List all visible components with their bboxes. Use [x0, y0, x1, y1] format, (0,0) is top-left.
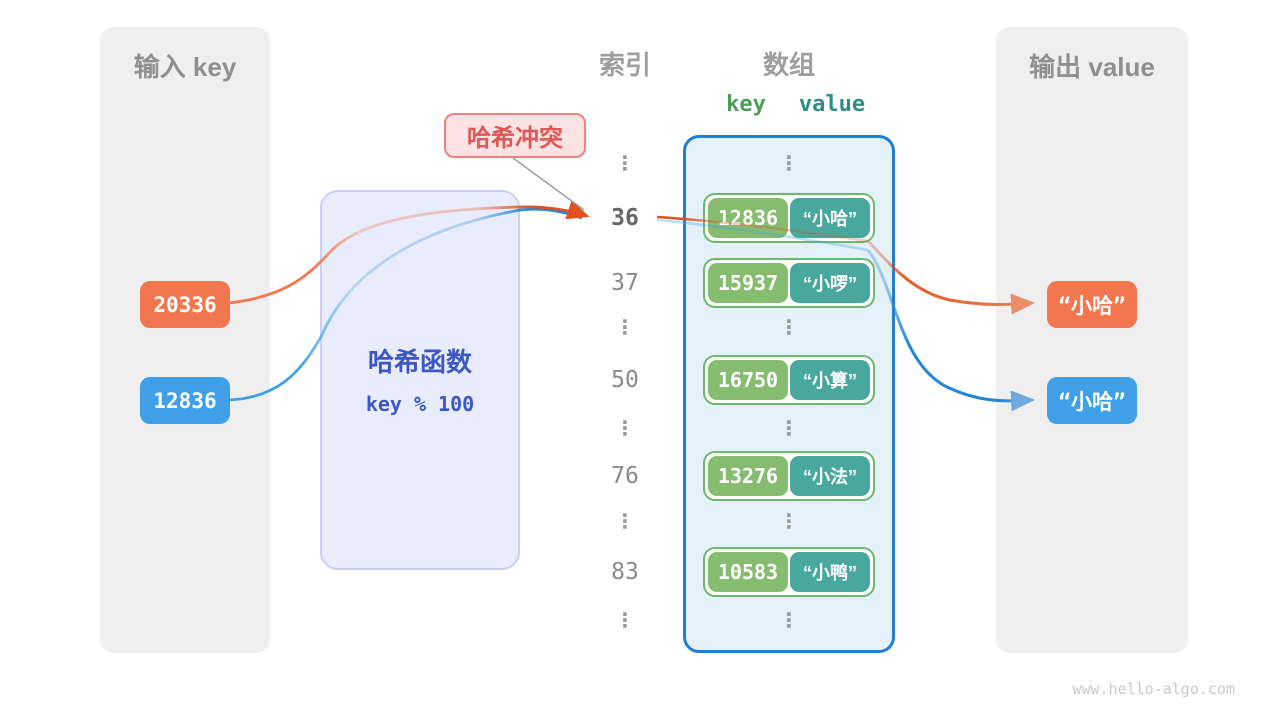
output-value-orange: “小哈” [1047, 281, 1137, 328]
index-83: 83 [611, 559, 639, 585]
hash-function-formula: key % 100 [365, 392, 475, 416]
array-column-header: 数组 [762, 50, 815, 80]
input-key-12836: 12836 [140, 377, 230, 424]
key-cell: 10583 [708, 552, 788, 592]
index-37: 37 [611, 270, 639, 296]
hash-collision-callout: 哈希冲突 [444, 113, 586, 158]
hash-function-box: 哈希函数 key % 100 [320, 190, 520, 570]
ellipsis: ⋮ [615, 509, 635, 533]
ellipsis: ⋮ [615, 315, 635, 339]
value-cell: “小算” [790, 360, 870, 400]
key-cell: 15937 [708, 263, 788, 303]
key-cell: 13276 [708, 456, 788, 496]
output-value-blue: “小哈” [1047, 377, 1137, 424]
ellipsis: ⋮ [615, 151, 635, 175]
input-key-panel: 输入 key 20336 12836 [100, 27, 270, 653]
array-row: 12836 “小哈” [703, 193, 875, 243]
key-cell: 16750 [708, 360, 788, 400]
value-cell: “小哈” [790, 198, 870, 238]
ellipsis: ⋮ [779, 315, 799, 339]
index-column: ⋮ 36 37 ⋮ 50 ⋮ 76 ⋮ 83 ⋮ [595, 135, 655, 653]
index-50: 50 [611, 367, 639, 393]
ellipsis: ⋮ [779, 416, 799, 440]
array-row: 13276 “小法” [703, 451, 875, 501]
value-cell: “小法” [790, 456, 870, 496]
array-row: 15937 “小啰” [703, 258, 875, 308]
key-header-label: key [726, 92, 766, 117]
watermark: www.hello-algo.com [1072, 680, 1235, 698]
hash-function-title: 哈希函数 [367, 347, 472, 377]
array-row: 16750 “小算” [703, 355, 875, 405]
value-header-label: value [798, 92, 866, 117]
key-value-header: key value [703, 92, 875, 117]
input-key-20336: 20336 [140, 281, 230, 328]
output-value-title: 输出 value [1029, 52, 1155, 82]
array-row: 10583 “小鸭” [703, 547, 875, 597]
value-cell: “小鸭” [790, 552, 870, 592]
index-column-header: 索引 [598, 50, 651, 80]
ellipsis: ⋮ [615, 416, 635, 440]
value-cell: “小啰” [790, 263, 870, 303]
ellipsis: ⋮ [779, 151, 799, 175]
collision-callout-line [512, 157, 585, 211]
output-value-panel: 输出 value “小哈” “小哈” [996, 27, 1188, 653]
ellipsis: ⋮ [615, 608, 635, 632]
key-cell: 12836 [708, 198, 788, 238]
input-key-title: 输入 key [133, 52, 237, 82]
array-box: ⋮ 12836 “小哈” 15937 “小啰” ⋮ 16750 “小算” ⋮ 1… [683, 135, 895, 653]
ellipsis: ⋮ [779, 608, 799, 632]
ellipsis: ⋮ [779, 509, 799, 533]
index-76: 76 [611, 463, 639, 489]
index-36: 36 [611, 205, 639, 231]
